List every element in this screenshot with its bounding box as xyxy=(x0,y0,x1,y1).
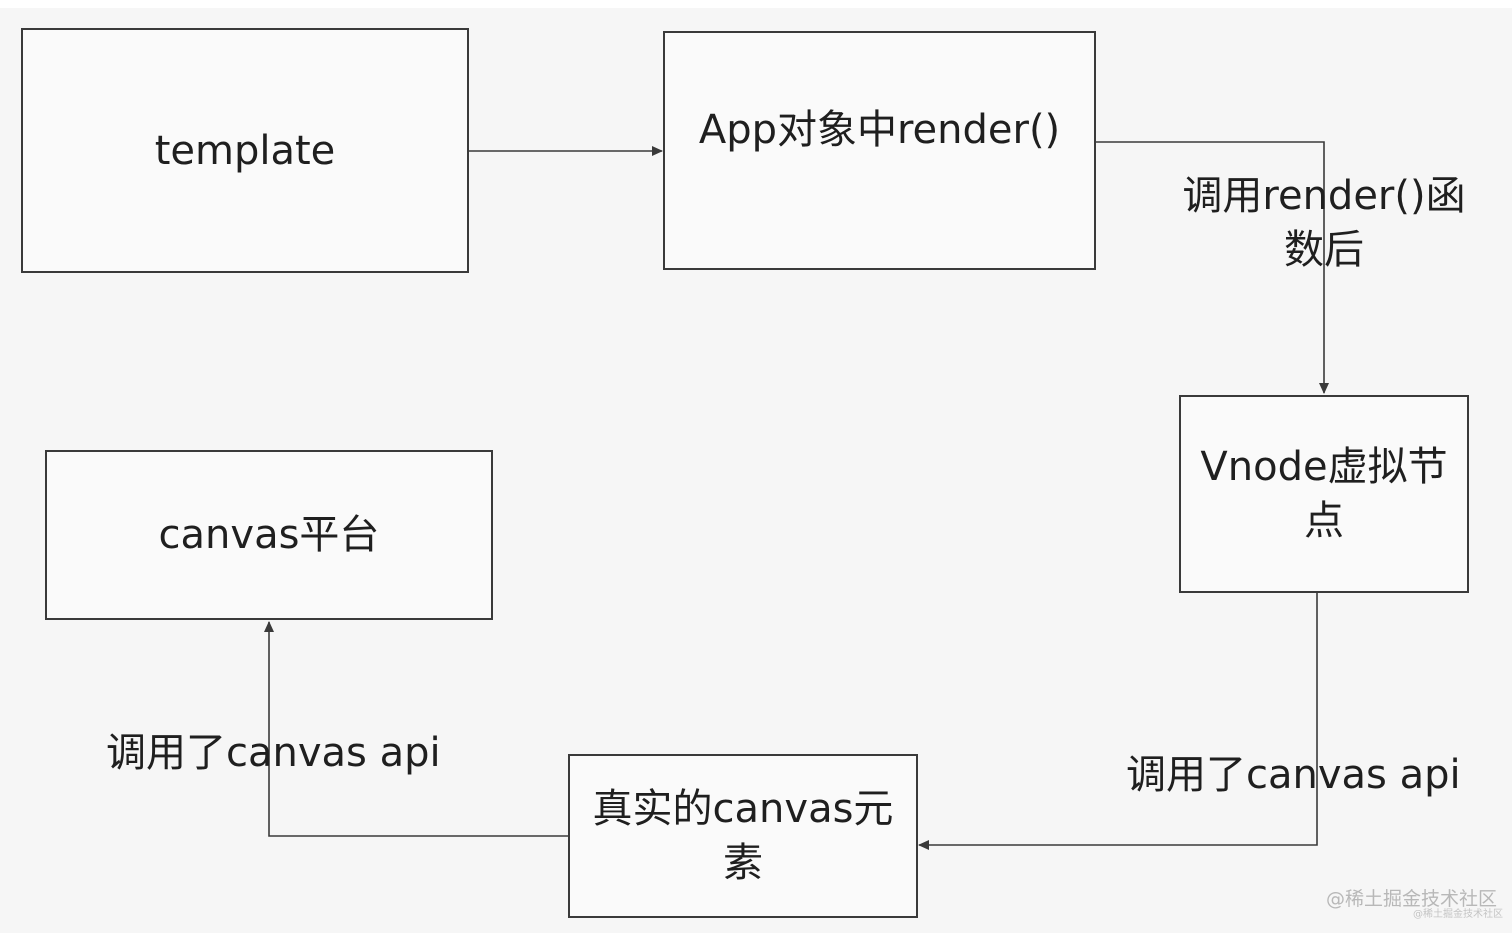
edge-label-after-render: 调用render()函数后 xyxy=(1174,169,1474,277)
edge-label-after-render-text: 调用render()函数后 xyxy=(1182,173,1466,273)
edge-label-vnode-to-real: 调用了canvas api xyxy=(1126,748,1461,802)
watermark-small: @稀土掘金技术社区 xyxy=(1413,909,1503,920)
node-vnode: Vnode虚拟节点 xyxy=(1179,395,1469,593)
node-app-render-label: App对象中render() xyxy=(698,107,1061,153)
edge-label-real-to-platform-text: 调用了canvas api xyxy=(106,730,441,776)
watermark: @稀土掘金技术社区 xyxy=(1326,888,1498,910)
node-real-canvas: 真实的canvas元素 xyxy=(568,754,918,918)
edge-vnode-to-real-canvas xyxy=(918,590,1318,850)
top-band xyxy=(0,0,1512,8)
node-vnode-label: Vnode虚拟节点 xyxy=(1200,444,1448,544)
edge-label-real-to-platform: 调用了canvas api xyxy=(106,726,441,780)
edge-app-to-vnode xyxy=(1096,141,1329,394)
edge-label-vnode-to-real-text: 调用了canvas api xyxy=(1126,752,1461,798)
node-canvas-platform-label: canvas平台 xyxy=(158,512,380,558)
node-template: template xyxy=(21,28,469,273)
node-app-render: App对象中render() xyxy=(663,31,1096,270)
node-canvas-platform: canvas平台 xyxy=(45,450,493,620)
node-real-canvas-label: 真实的canvas元素 xyxy=(592,786,894,886)
edge-real-canvas-to-platform xyxy=(264,621,569,837)
node-template-label: template xyxy=(154,127,336,174)
